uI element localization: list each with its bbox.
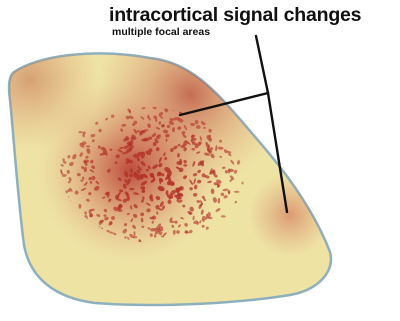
lesion-speck [90, 181, 92, 184]
lesion-speck [134, 231, 136, 236]
annotation-subtitle: multiple focal areas [112, 26, 399, 38]
lesion-speck [86, 145, 90, 147]
lesion-speck [124, 179, 126, 183]
lesion-speck [78, 131, 82, 133]
annotation-title: intracortical signal changes [109, 4, 399, 26]
annotation-label: intracortical signal changes multiple fo… [109, 4, 399, 38]
lesion-speck [133, 154, 140, 158]
